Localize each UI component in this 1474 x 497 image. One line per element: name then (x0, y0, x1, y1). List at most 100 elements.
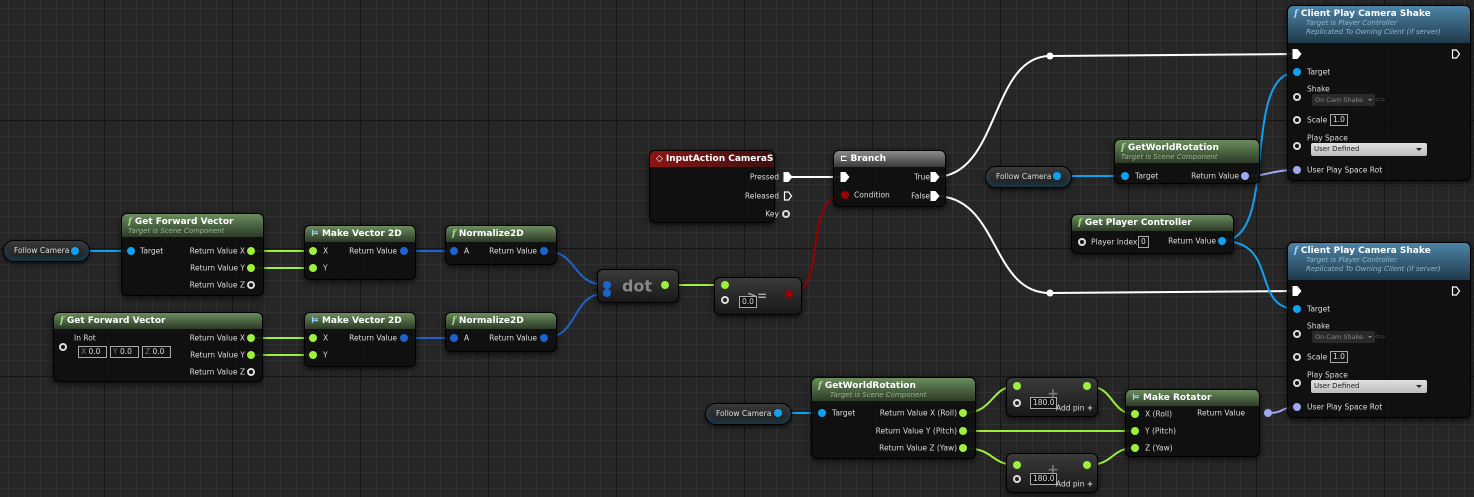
target-pin[interactable] (1293, 68, 1301, 76)
branch-node[interactable]: ⊏Branch (833, 150, 946, 207)
follow-camera-variable-3[interactable]: Follow Camera (705, 403, 792, 425)
return-value-pin[interactable] (400, 247, 408, 255)
target-pin[interactable] (1293, 305, 1301, 313)
in-rot-x-field[interactable]: X 0.0 (78, 346, 107, 358)
return-value-pin[interactable] (1218, 237, 1226, 245)
yaw-pin[interactable] (1131, 444, 1139, 452)
in-rot-pin[interactable] (59, 343, 67, 351)
browse-icon[interactable]: ⇦⌕ (1375, 332, 1386, 341)
shake-pin[interactable] (1293, 93, 1301, 101)
follow-camera-output-pin[interactable] (774, 409, 782, 417)
return-x-pin[interactable] (247, 247, 255, 255)
reroute-node-false[interactable] (1046, 289, 1054, 297)
user-play-space-rot-pin[interactable] (1293, 403, 1301, 411)
make-vector-2d-node-2[interactable]: ⊨Make Vector 2D (304, 312, 416, 367)
return-y-pin[interactable] (247, 351, 255, 359)
in-rot-y-field[interactable]: Y 0.0 (110, 346, 139, 358)
released-exec-pin[interactable] (783, 191, 793, 201)
condition-pin[interactable] (841, 191, 849, 199)
play-space-pin[interactable] (1293, 379, 1301, 387)
roll-pin[interactable] (1131, 410, 1139, 418)
scale-field[interactable]: 1.0 (1330, 351, 1348, 363)
y-pin[interactable] (309, 351, 317, 359)
return-value-pin[interactable] (1264, 409, 1272, 417)
x-pin[interactable] (309, 247, 317, 255)
compare-input-a-pin[interactable] (721, 281, 729, 289)
return-x-pin[interactable] (247, 334, 255, 342)
exec-out-pin[interactable] (1451, 49, 1461, 59)
scale-pin[interactable] (1293, 353, 1301, 361)
return-y-pin[interactable] (247, 264, 255, 272)
add-input-b-pin[interactable] (1013, 475, 1021, 483)
add-value-field[interactable]: 180.0 (1030, 473, 1058, 485)
target-pin[interactable] (1121, 172, 1129, 180)
exec-in-pin[interactable] (1292, 49, 1302, 59)
return-pitch-pin[interactable] (959, 427, 967, 435)
add-value-field[interactable]: 180.0 (1030, 397, 1058, 409)
y-pin[interactable] (309, 264, 317, 272)
follow-camera-variable[interactable]: Follow Camera (3, 240, 90, 262)
compare-input-b-pin[interactable] (721, 296, 729, 304)
shake-class-dropdown[interactable]: On Cam Shake (1312, 94, 1375, 106)
scale-field[interactable]: 1.0 (1330, 114, 1348, 126)
return-z-pin[interactable] (247, 368, 255, 376)
pressed-exec-pin[interactable] (783, 172, 793, 182)
a-pin[interactable] (450, 247, 458, 255)
add-input-a-pin[interactable] (1013, 461, 1021, 469)
exec-out-pin[interactable] (1451, 286, 1461, 296)
in-rot-z-field[interactable]: Z 0.0 (142, 346, 171, 358)
scale-pin[interactable] (1293, 116, 1301, 124)
reroute-node-true[interactable] (1046, 52, 1054, 60)
follow-camera-output-pin[interactable] (71, 247, 79, 255)
target-pin[interactable] (818, 409, 826, 417)
x-pin[interactable] (309, 334, 317, 342)
true-exec-pin[interactable] (930, 172, 940, 182)
return-value-pin[interactable] (540, 334, 548, 342)
dot-input-b-pin[interactable] (603, 289, 611, 297)
follow-camera-output-pin[interactable] (1053, 172, 1061, 180)
compare-value-field[interactable]: 0.0 (739, 296, 757, 308)
add-pin-button[interactable]: Add pin + (1056, 404, 1093, 413)
return-z-pin[interactable] (247, 281, 255, 289)
play-space-dropdown[interactable]: User Defined (1311, 380, 1427, 393)
compare-output-pin[interactable] (785, 290, 793, 298)
browse-icon[interactable]: ⇦⌕ (1375, 95, 1386, 104)
play-space-dropdown[interactable]: User Defined (1311, 143, 1427, 156)
add-float-node[interactable] (1006, 377, 1098, 417)
player-index-pin[interactable] (1078, 238, 1086, 246)
shake-class-dropdown[interactable]: On Cam Shake (1312, 331, 1375, 343)
exec-in-pin[interactable] (1292, 286, 1302, 296)
player-index-field[interactable]: 0 (1138, 236, 1149, 248)
return-yaw-pin[interactable] (959, 444, 967, 452)
add-pin-button[interactable]: Add pin + (1056, 480, 1093, 489)
follow-camera-variable-2[interactable]: Follow Camera (985, 166, 1072, 188)
add-output-pin[interactable] (1083, 461, 1091, 469)
return-value-pin[interactable] (400, 334, 408, 342)
false-exec-pin[interactable] (930, 191, 940, 201)
return-roll-pin[interactable] (959, 409, 967, 417)
dot-input-a-pin[interactable] (603, 281, 611, 289)
shake-pin[interactable] (1293, 330, 1301, 338)
pitch-pin[interactable] (1131, 427, 1139, 435)
branch-exec-in-pin[interactable] (840, 172, 850, 182)
make-vector-2d-node[interactable]: ⊨Make Vector 2D (304, 225, 416, 280)
dot-output-pin[interactable] (661, 281, 669, 289)
user-play-space-rot-pin[interactable] (1293, 166, 1301, 174)
make-rotator-node[interactable]: ⊨Make Rotator (1125, 389, 1260, 457)
return-value-pin[interactable] (1241, 172, 1249, 180)
play-space-pin[interactable] (1293, 142, 1301, 150)
target-pin[interactable] (127, 247, 135, 255)
key-pin[interactable] (782, 210, 790, 218)
add-output-pin[interactable] (1083, 382, 1091, 390)
return-value-pin[interactable] (540, 247, 548, 255)
a-pin[interactable] (450, 334, 458, 342)
add-input-a-pin[interactable] (1013, 382, 1021, 390)
